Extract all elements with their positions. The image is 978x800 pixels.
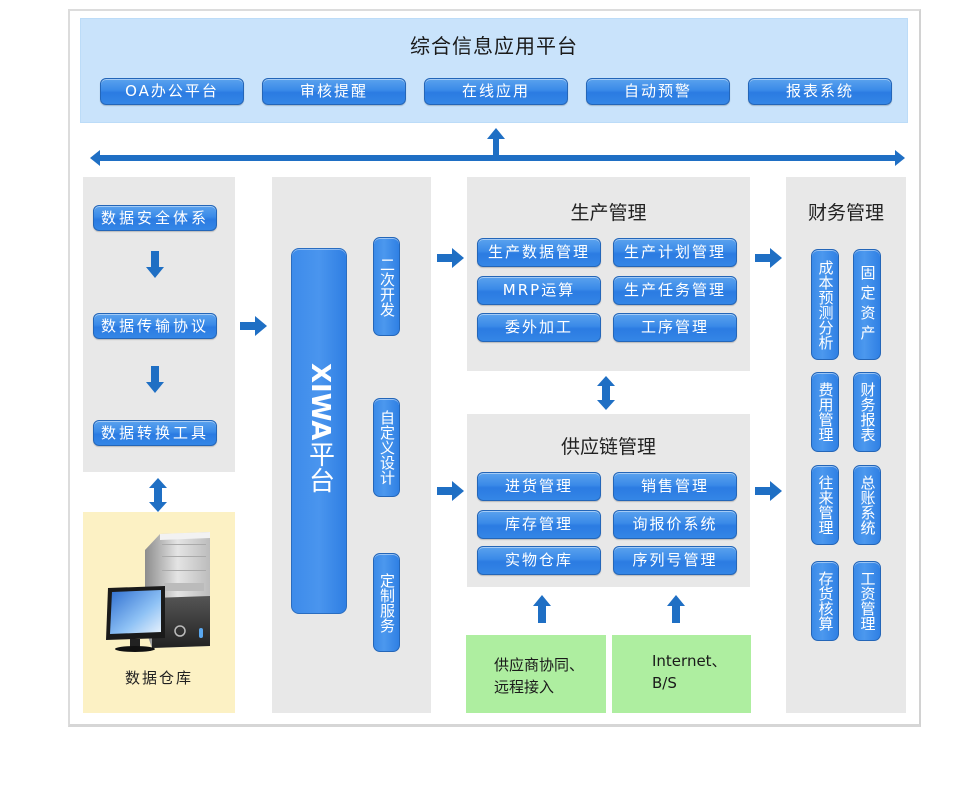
inventory-button[interactable]: 库存管理	[477, 510, 601, 539]
bus-left-arrowhead	[90, 150, 100, 166]
internet-bs-box	[612, 635, 751, 713]
bus-up-stem	[493, 138, 499, 158]
updown-arrow-icon	[597, 376, 615, 410]
outsourcing-button[interactable]: 委外加工	[477, 313, 601, 342]
purchase-button[interactable]: 进货管理	[477, 472, 601, 501]
production-task-button[interactable]: 生产任务管理	[613, 276, 737, 305]
right-arrow-icon	[437, 248, 464, 268]
auto-alert-button[interactable]: 自动预警	[586, 78, 730, 105]
xiwa-name-latin: XIWA	[305, 363, 335, 441]
quotation-button[interactable]: 询报价系统	[613, 510, 737, 539]
report-system-button[interactable]: 报表系统	[748, 78, 892, 105]
computer-icon	[106, 532, 210, 652]
process-button[interactable]: 工序管理	[613, 313, 737, 342]
data-convert-button[interactable]: 数据转换工具	[93, 420, 217, 446]
production-data-button[interactable]: 生产数据管理	[477, 238, 601, 267]
right-arrow-icon	[755, 248, 782, 268]
up-arrow-icon	[667, 595, 685, 623]
data-security-button[interactable]: 数据安全体系	[93, 205, 217, 231]
supplier-collab-text: 供应商协同、 远程接入	[494, 656, 585, 696]
expense-button[interactable]: 费用管理	[811, 372, 839, 452]
down-arrow-icon	[146, 251, 164, 278]
supplier-collab-box	[466, 635, 606, 713]
mrp-button[interactable]: MRP运算	[477, 276, 601, 305]
bus-right-arrowhead	[895, 150, 905, 166]
internet-bs-text: Internet、 B/S	[652, 652, 727, 692]
updown-arrow-icon	[149, 478, 167, 512]
production-title: 生产管理	[570, 202, 647, 224]
secondary-dev-button[interactable]: 二次开发	[373, 237, 400, 336]
data-warehouse-label: 数据仓库	[124, 669, 193, 687]
right-arrow-icon	[240, 316, 267, 336]
oa-office-button[interactable]: OA办公平台	[100, 78, 244, 105]
fixed-assets-button[interactable]: 固定资产	[853, 249, 881, 360]
integrated-platform-panel	[80, 18, 908, 123]
sales-button[interactable]: 销售管理	[613, 472, 737, 501]
supply-chain-title: 供应链管理	[560, 436, 656, 458]
online-app-button[interactable]: 在线应用	[424, 78, 568, 105]
up-arrow-icon	[533, 595, 551, 623]
integrated-platform-title: 综合信息应用平台	[410, 34, 578, 58]
financial-report-button[interactable]: 财务报表	[853, 372, 881, 452]
general-ledger-button[interactable]: 总账系统	[853, 465, 881, 545]
right-arrow-icon	[437, 481, 464, 501]
receivables-button[interactable]: 往来管理	[811, 465, 839, 545]
finance-panel	[786, 177, 906, 713]
inventory-accounting-button[interactable]: 存货核算	[811, 561, 839, 641]
custom-design-button[interactable]: 自定义设计	[373, 398, 400, 497]
data-bus-arrow	[90, 128, 905, 166]
xiwa-platform-block[interactable]	[291, 248, 347, 614]
custom-service-button[interactable]: 定制服务	[373, 553, 400, 652]
serial-number-button[interactable]: 序列号管理	[613, 546, 737, 575]
down-arrow-icon	[146, 366, 164, 393]
xiwa-name-cn: 平台	[304, 440, 335, 493]
payroll-button[interactable]: 工资管理	[853, 561, 881, 641]
data-transfer-button[interactable]: 数据传输协议	[93, 313, 217, 339]
cost-forecast-button[interactable]: 成本预测分析	[811, 249, 839, 360]
finance-title: 财务管理	[807, 202, 884, 224]
warehouse-button[interactable]: 实物仓库	[477, 546, 601, 575]
right-arrow-icon	[755, 481, 782, 501]
production-plan-button[interactable]: 生产计划管理	[613, 238, 737, 267]
bus-up-arrowhead	[487, 128, 505, 139]
audit-reminder-button[interactable]: 审核提醒	[262, 78, 406, 105]
